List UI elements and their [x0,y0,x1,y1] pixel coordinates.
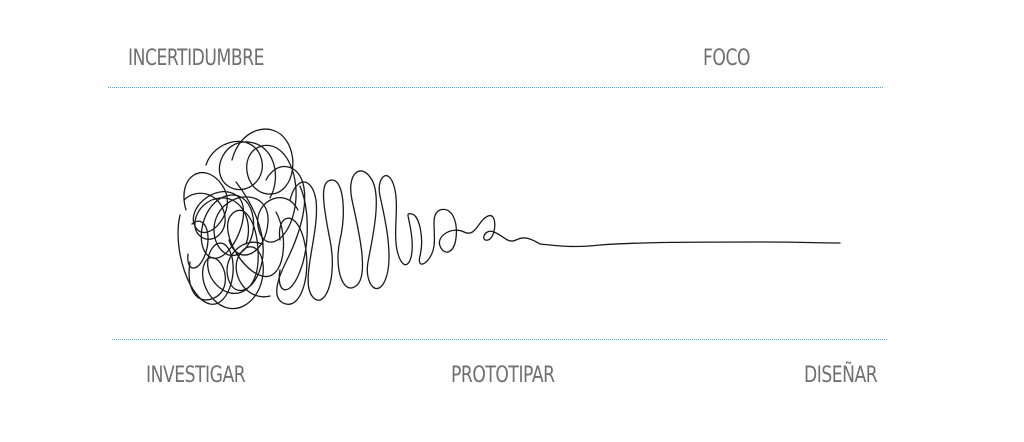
investigate-label: INVESTIGAR [146,363,246,388]
squiggle-tangle-5 [188,246,271,310]
squiggle-focus-line [539,241,841,248]
squiggle-tangle-4 [205,140,277,199]
squiggle-tangle-6 [183,192,250,245]
bottom-divider [112,339,887,340]
squiggle-loops [289,170,541,301]
squiggle-tangle-1 [183,172,269,259]
focus-label: FOCO [703,46,750,71]
squiggle-tangle-2 [177,209,285,305]
uncertainty-label: INCERTIDUMBRE [128,46,264,71]
top-divider [108,87,883,88]
squiggle-tangle-8 [226,181,264,291]
design-label: DISEÑAR [804,363,878,388]
squiggle-tangle-10 [187,220,209,269]
squiggle-tangle-3 [231,128,299,243]
squiggle-tangle-9 [278,185,308,291]
prototype-label: PROTOTIPAR [451,363,555,388]
